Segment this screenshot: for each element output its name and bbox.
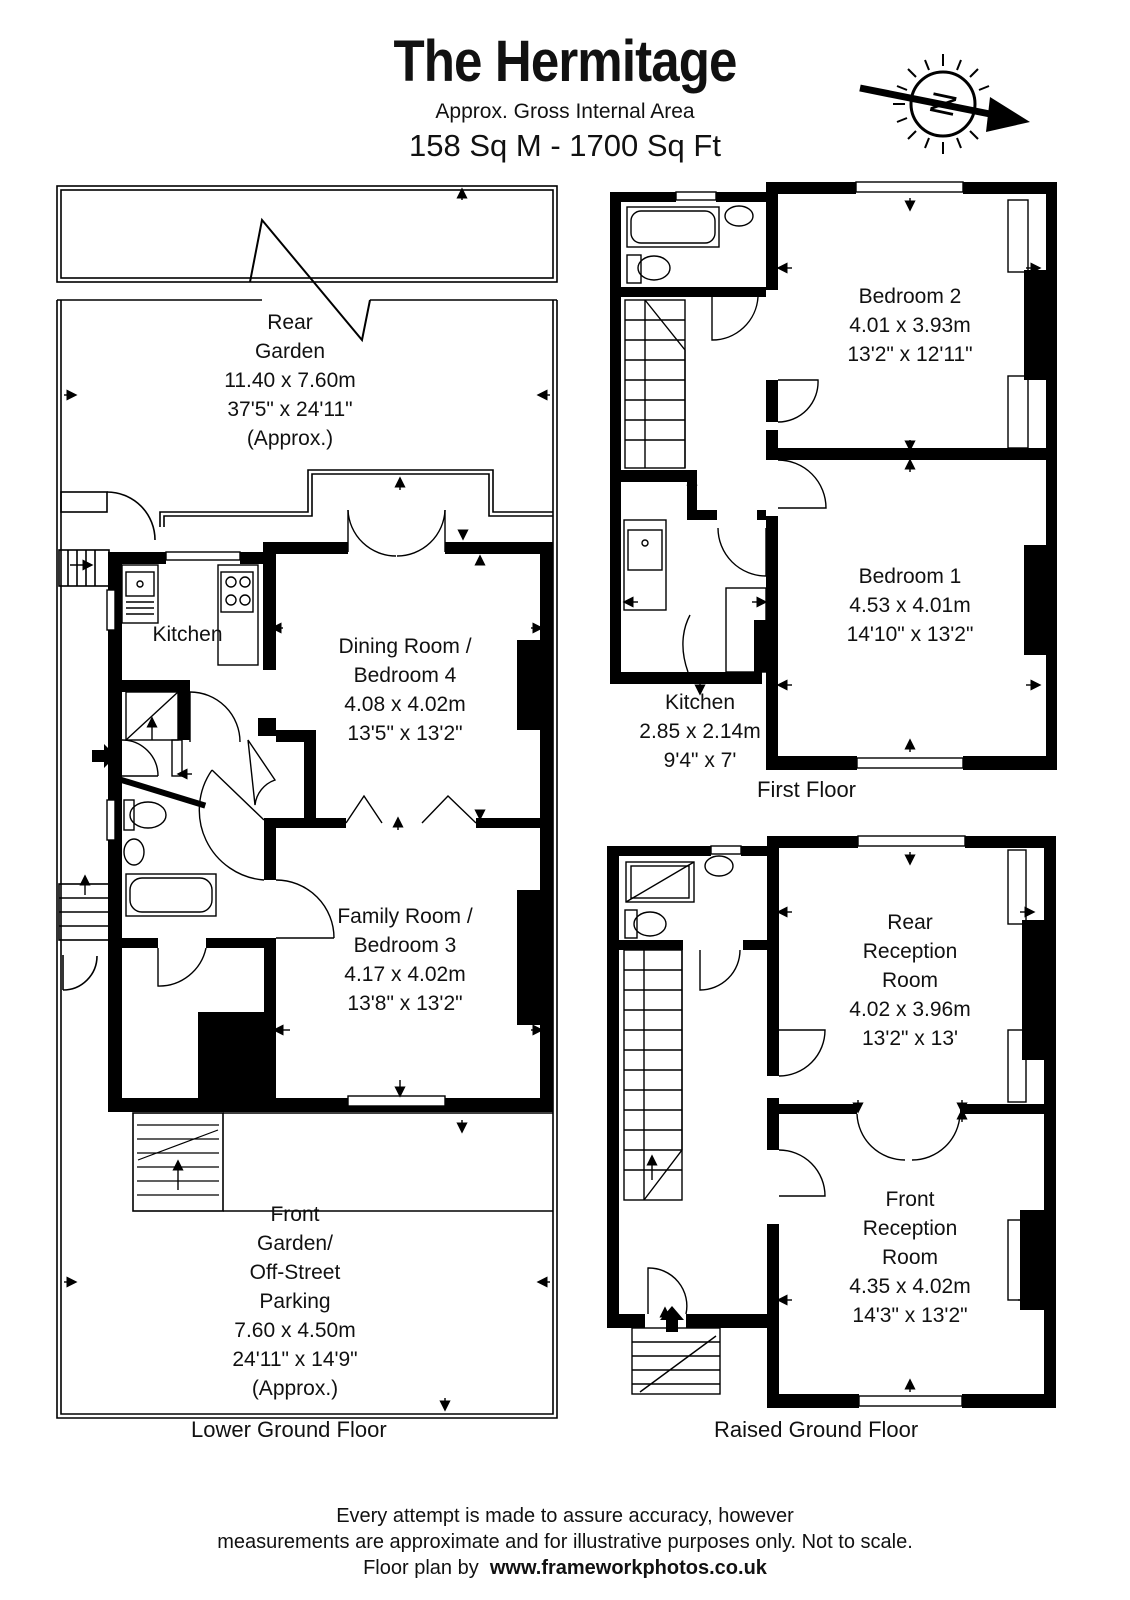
entrance-arrow-icon <box>92 744 116 768</box>
entrance-arrow-icon <box>660 1306 684 1332</box>
credit-link[interactable]: www.frameworkphotos.co.uk <box>489 1557 767 1579</box>
north-arrow-icon: N <box>859 54 1030 154</box>
floor-label-raised: Raised Ground Floor <box>714 1417 919 1442</box>
credit-prefix: Floor plan by <box>363 1557 479 1579</box>
disclaimer-line-3: Floor plan by www.frameworkphotos.co.uk <box>0 1555 1130 1581</box>
disclaimer: Every attempt is made to assure accuracy… <box>0 1503 1130 1581</box>
page-title: The Hermitage <box>393 29 737 94</box>
room-label-kitchen-lower: Kitchen <box>152 623 223 646</box>
floor-label-lower: Lower Ground Floor <box>191 1417 387 1442</box>
disclaimer-line-1: Every attempt is made to assure accuracy… <box>336 1505 794 1527</box>
disclaimer-line-2: measurements are approximate and for ill… <box>217 1531 913 1553</box>
floor-label-first: First Floor <box>757 777 856 802</box>
area-caption: Approx. Gross Internal Area <box>435 100 695 123</box>
total-area: 158 Sq M - 1700 Sq Ft <box>409 128 721 163</box>
